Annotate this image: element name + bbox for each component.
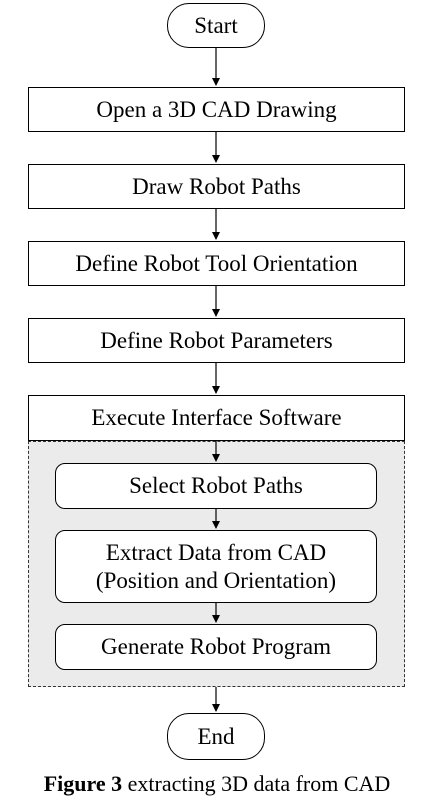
start-node: Start (167, 3, 265, 48)
caption-label: Figure 3 (43, 771, 123, 796)
caption-text: extracting 3D data from CAD (127, 771, 391, 796)
step-draw-robot-paths: Draw Robot Paths (28, 164, 405, 209)
step-define-tool-orientation: Define Robot Tool Orientation (28, 241, 405, 286)
substep-extract-line-2: (Position and Orientation) (95, 567, 337, 593)
end-node: End (167, 713, 265, 760)
substep-extract-line-1: Extract Data from CAD (105, 539, 327, 565)
substep-generate-robot-program: Generate Robot Program (55, 624, 377, 670)
figure-caption: Figure 3 extracting 3D data from CAD (0, 771, 434, 797)
step-open-cad-drawing: Open a 3D CAD Drawing (28, 87, 405, 132)
step-define-robot-parameters: Define Robot Parameters (28, 318, 405, 363)
substep-extract-data-from-cad: Extract Data from CAD (Position and Orie… (55, 530, 377, 603)
step-execute-interface-software: Execute Interface Software (28, 395, 405, 441)
substep-select-robot-paths: Select Robot Paths (55, 463, 377, 509)
